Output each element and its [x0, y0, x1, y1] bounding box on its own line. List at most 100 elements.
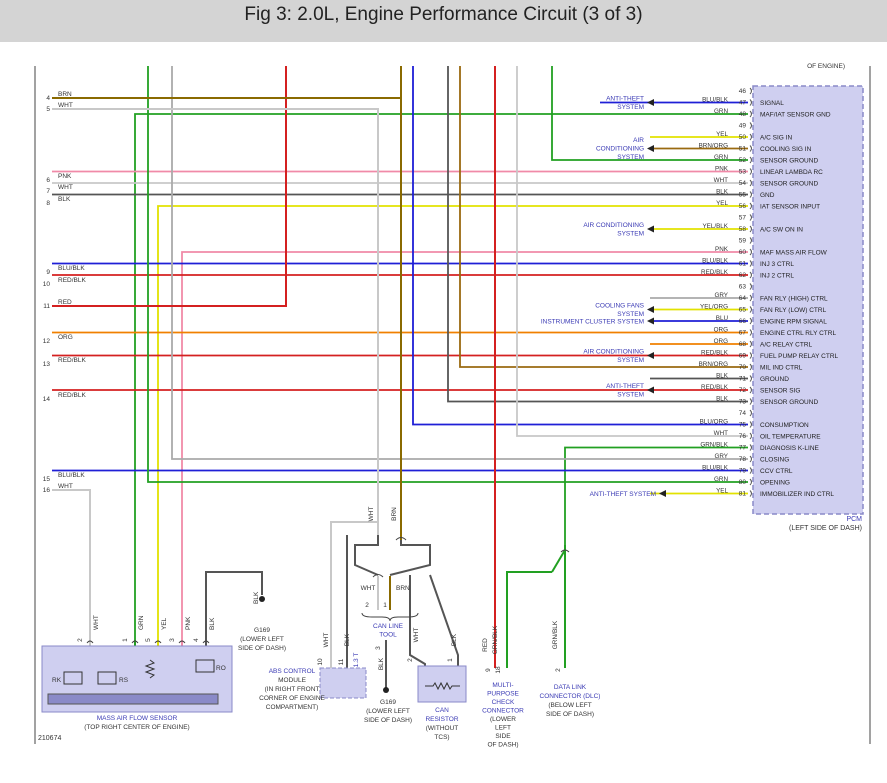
left-wire-ref: 8 — [46, 200, 50, 207]
dlc-label: DATA LINK — [554, 684, 587, 691]
pcm-pin-number: 55 — [739, 192, 747, 199]
pcm-pin-number: 54 — [739, 180, 747, 187]
pcm-wire-color: GRN — [714, 476, 728, 483]
pcm-wire-56 — [157, 205, 748, 640]
mpc-label: (LOWER — [490, 716, 516, 723]
pcm-pin-number: 53 — [739, 169, 747, 176]
anti-theft-3-label: ANTI-THEFT SYSTEM — [590, 491, 656, 498]
wire-red-11 — [52, 66, 287, 307]
air-conditioning-1-label: CONDITIONING — [596, 146, 644, 153]
abs-label: CORNER OF ENGINE — [259, 695, 325, 702]
pcm-wire-color: RED/BLK — [701, 350, 729, 357]
pcm-wire-color: BLK — [716, 396, 729, 403]
pcm-wire-70 — [459, 66, 748, 368]
can-resistor-symbol — [425, 681, 460, 691]
pcm-pin-number: 75 — [739, 422, 747, 429]
pcm-pin-label: CCV CTRL — [760, 468, 793, 475]
pcm-pin-label: SENSOR GROUND — [760, 181, 818, 188]
maf-potentiometer — [144, 659, 156, 679]
pcm-wire-color: ORG — [714, 338, 728, 345]
pcm-top-note: OF ENGINE) — [807, 63, 845, 70]
pcm-pin-number: 79 — [739, 468, 747, 475]
pcm-pin-number: 78 — [739, 456, 747, 463]
maf-pin-color: BLK — [209, 617, 216, 630]
pin-connector — [749, 490, 752, 497]
pcm-pin-number: 65 — [739, 307, 747, 314]
pcm-pin-label: COOLING SIG IN — [760, 146, 812, 153]
page-title: Fig 3: 2.0L, Engine Performance Circuit … — [244, 4, 643, 25]
wire-wht-5 — [52, 108, 379, 540]
can-wire-left — [354, 535, 379, 576]
g169-bottom-name: G169 — [380, 699, 396, 706]
pin-connector — [749, 421, 752, 428]
pcm-pin-number: 57 — [739, 215, 747, 222]
air-conditioning-3-label: AIR CONDITIONING — [583, 349, 644, 356]
pcm-wire-color: ORG — [714, 327, 728, 334]
pcm-pin-label: MAF MASS AIR FLOW — [760, 250, 828, 257]
pcm-wire-color: GRY — [714, 453, 728, 460]
pin-connector — [749, 294, 752, 302]
pcm-pin-number: 81 — [739, 491, 747, 498]
pin-connector — [749, 179, 752, 187]
pcm-wire-color: BLU — [716, 315, 729, 322]
abs-pin: 11 — [338, 658, 345, 665]
pcm-wire-color: GRN — [714, 108, 728, 115]
abs-wire-wht — [330, 521, 378, 668]
pcm-pin-number: 67 — [739, 330, 747, 337]
can-tool-name: CAN LINE — [373, 623, 404, 630]
cooling-fans-label: COOLING FANS — [595, 303, 644, 310]
left-wire-color: WHT — [58, 483, 73, 490]
maf-sensor-base — [47, 693, 219, 705]
pcm-pin-label: GROUND — [760, 376, 789, 383]
pcm-pin-number: 80 — [739, 479, 747, 486]
ground-symbol — [259, 596, 265, 602]
left-wire-ref: 6 — [46, 177, 50, 184]
air-conditioning-2-arrow — [647, 225, 654, 233]
maf-ro-label: RO — [216, 665, 226, 672]
g169-bottom-color: BLK — [378, 657, 385, 670]
pin-connector — [749, 467, 752, 474]
left-wire-color: BLK — [58, 196, 71, 203]
left-wire-ref: 7 — [46, 188, 50, 195]
maf-pin-color: PNK — [185, 616, 192, 630]
pcm-wire-color: GRY — [714, 292, 728, 299]
abs-label: ABS CONTROL — [269, 668, 316, 675]
pcm-wire-77 — [564, 446, 748, 545]
left-wire-color: WHT — [58, 102, 73, 109]
pin-connector — [749, 306, 752, 313]
pcm-pin-label: IAT SENSOR INPUT — [760, 204, 820, 211]
maf-pin-color: WHT — [93, 615, 100, 630]
pcm-pin-label: FAN RLY (HIGH) CTRL — [760, 296, 828, 303]
abs-pin-color: WHT — [323, 633, 330, 648]
can-tool-pin: 1 — [383, 602, 387, 609]
left-wire-color: PNK — [58, 173, 72, 180]
pcm-wire-52 — [551, 66, 748, 161]
pcm-wire-color: PNK — [715, 246, 729, 253]
pin-connector — [749, 237, 752, 244]
pin-connector — [749, 478, 752, 486]
left-wire-color: BLU/BLK — [58, 265, 85, 272]
pcm-pin-label: SENSOR SIG — [760, 388, 800, 395]
can-resistor-label: (WITHOUT — [426, 725, 459, 732]
dlc-pin-color: GRN/BLK — [552, 620, 559, 649]
pin-connector — [749, 145, 752, 152]
anti-theft-1-label: SYSTEM — [617, 104, 644, 111]
mpc-label: CONNECTOR — [482, 708, 524, 715]
maf-pin-number: 3 — [169, 638, 176, 642]
dlc-label: SIDE OF DASH) — [546, 711, 594, 718]
pcm-pin-number: 77 — [739, 445, 747, 452]
pin-connector — [749, 260, 752, 267]
g169-bottom-pin: 3 — [375, 646, 382, 650]
pin-connector — [749, 271, 752, 279]
can-resistor-label: TCS) — [434, 734, 449, 741]
pcm-location: (LEFT SIDE OF DASH) — [789, 525, 862, 532]
pin-connector — [749, 444, 752, 451]
maf-pin-connector — [178, 640, 186, 644]
pcm-wire-color: WHT — [714, 430, 728, 437]
pcm-pin-number: 60 — [739, 249, 747, 256]
pcm-pin-number: 74 — [739, 410, 747, 417]
splice-connector — [372, 574, 384, 578]
pcm-wire-color: WHT — [714, 177, 728, 184]
pin-connector — [749, 122, 752, 129]
pcm-pin-label: A/C SW ON IN — [760, 227, 803, 234]
